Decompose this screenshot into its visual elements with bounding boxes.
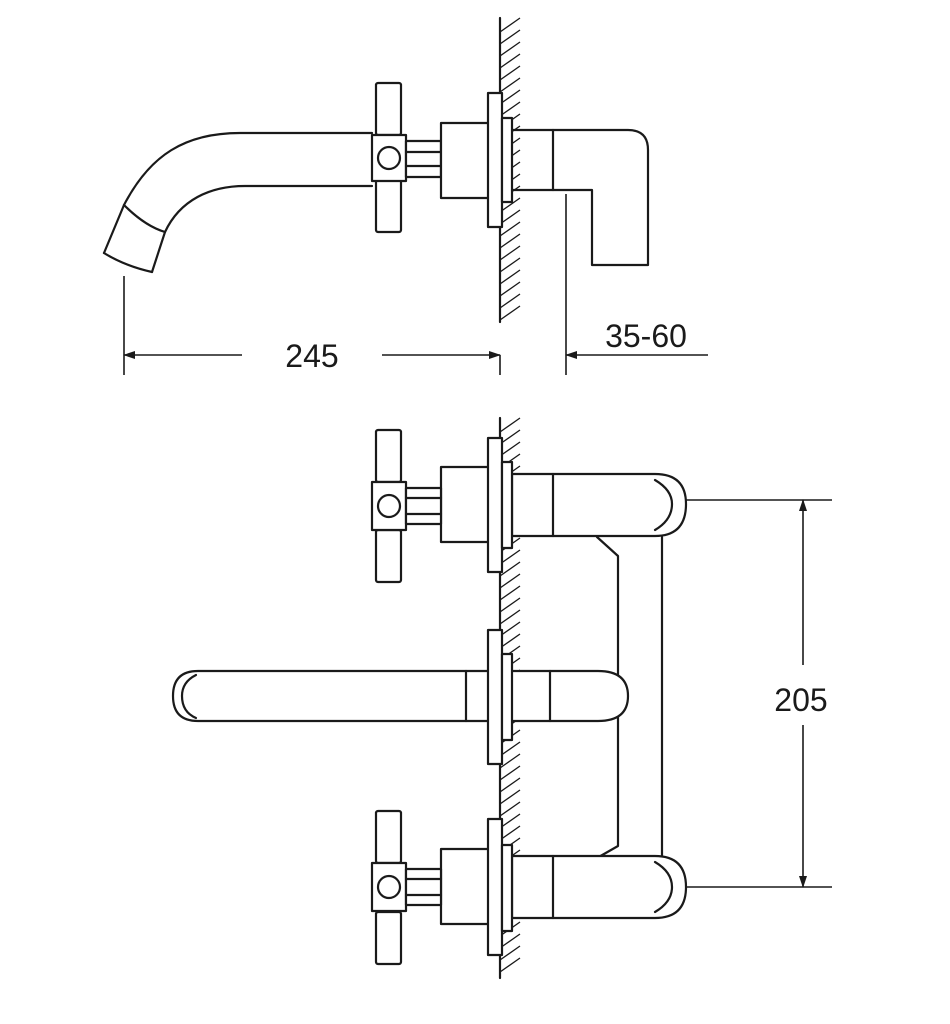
wall-hatch-line xyxy=(499,17,521,33)
wall-hatch-line xyxy=(499,221,521,237)
wall-hatch-line xyxy=(499,573,521,589)
dim-label-35-60: 35-60 xyxy=(605,318,687,354)
wall-hatch-line xyxy=(499,753,521,769)
cross-handle-upper-plan xyxy=(370,428,443,584)
wall-hatch-line xyxy=(499,53,521,69)
dimension-205: 205 xyxy=(686,499,832,888)
wall-hatch-line xyxy=(499,233,521,249)
wall-hatch-line xyxy=(499,633,521,649)
dimension-245: 245 xyxy=(123,276,501,375)
wall-hatch-line xyxy=(499,281,521,297)
upper-valve-plan xyxy=(439,436,688,574)
wall-hatch-line xyxy=(499,441,521,457)
dimension-35-60: 35-60 xyxy=(499,194,708,375)
side-view: 245 35-60 xyxy=(102,16,708,375)
wall-hatch-line xyxy=(499,65,521,81)
wall-hatch-line xyxy=(499,777,521,793)
wall-hatch-line xyxy=(499,417,521,433)
wall-hatch-line xyxy=(499,945,521,961)
wall-hatch-line xyxy=(499,41,521,57)
wall-hatch-line xyxy=(499,269,521,285)
wall-hatch-line xyxy=(499,293,521,309)
wall-hatch-line xyxy=(499,305,521,321)
wall-hatch-line xyxy=(499,813,521,829)
wall-hatch-line xyxy=(499,609,521,625)
cross-handle-lower-plan xyxy=(370,809,443,966)
wall-hatch-line xyxy=(499,197,521,213)
wall-hatch-line xyxy=(499,933,521,949)
wall-hatch-line xyxy=(499,209,521,225)
wall-hatch-line xyxy=(499,29,521,45)
wall-hatch-line xyxy=(499,549,521,565)
plan-view: 205 xyxy=(171,416,832,980)
lower-valve-plan xyxy=(439,817,688,957)
cross-handle-side xyxy=(370,81,443,234)
wall-hatch-line xyxy=(499,597,521,613)
valve-body-side xyxy=(439,91,514,229)
wall-hatch-line xyxy=(499,585,521,601)
dim-label-245: 245 xyxy=(285,338,338,374)
wall-hatch-line xyxy=(499,101,521,117)
wall-hatch-line xyxy=(499,429,521,445)
wall-hatch-line xyxy=(499,621,521,637)
wall-hatch-line xyxy=(499,561,521,577)
wall-hatch-line xyxy=(499,77,521,93)
wall-hatch-line xyxy=(499,245,521,261)
concealed-valve-box xyxy=(510,128,650,267)
wall-hatch-line xyxy=(499,957,521,973)
dim-label-205: 205 xyxy=(774,682,827,718)
wall-hatch-line xyxy=(499,789,521,805)
wall-hatch-line xyxy=(499,257,521,273)
spout-side xyxy=(102,131,374,274)
wall-hatch-line xyxy=(499,825,521,841)
wall-hatch-line xyxy=(499,801,521,817)
wall-hatch-line xyxy=(499,765,521,781)
spout-plan xyxy=(171,628,630,766)
wall-hatch-line xyxy=(499,89,521,105)
wall-hatch-line xyxy=(499,741,521,757)
